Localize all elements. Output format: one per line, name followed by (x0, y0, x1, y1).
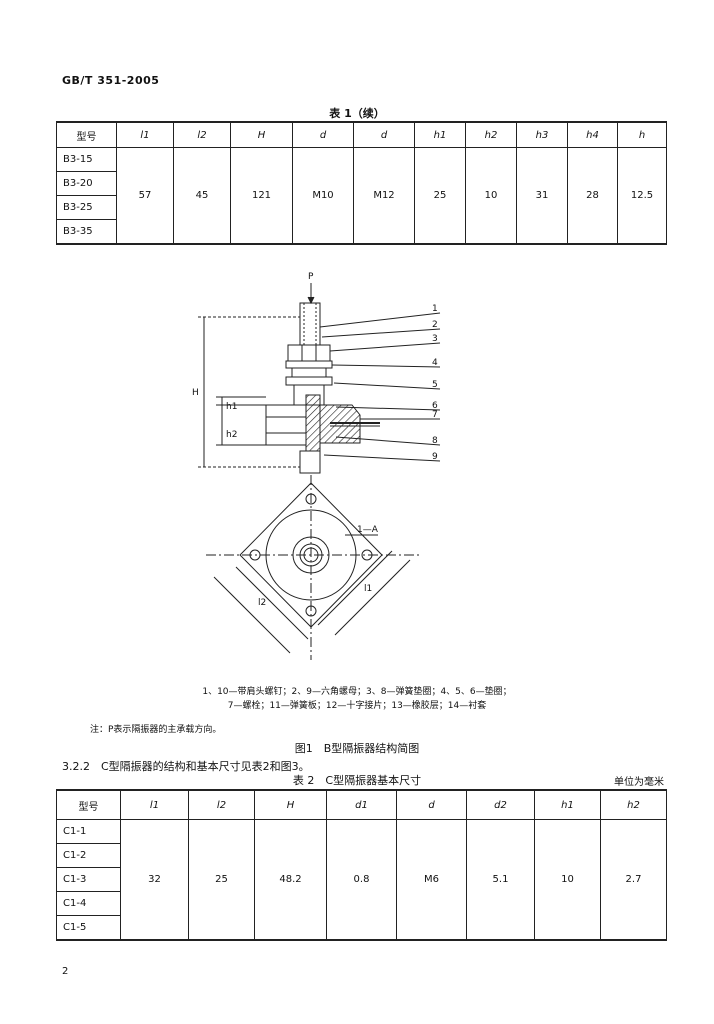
table1-value: 12.5 (617, 147, 667, 245)
bolt-shank (299, 302, 321, 346)
isolator-diagram: P H h1 h2 1 2 3 4 5 6 7 8 9 1—A l2 l1 (192, 272, 441, 660)
table1-caption: 表 1（续） (329, 107, 385, 120)
table2-header-d1: d1 (326, 789, 397, 820)
table1-model: B3-15 (56, 147, 117, 172)
rubber-disc (265, 509, 357, 601)
table2-model: C1-2 (56, 843, 121, 868)
h2-label: h2 (226, 430, 237, 440)
table1-header-l1: l1 (116, 121, 174, 148)
table1-header-row: 型号 l1 l2 H d d h1 h2 h3 h4 h (56, 121, 667, 148)
table1-header-h1: h1 (414, 121, 466, 148)
table1-value: 57 (116, 147, 174, 245)
callout-1: 1 (432, 304, 438, 314)
table2: 型号 l1 l2 H d1 d d2 h1 h2 C1-1 32 25 48.2… (56, 789, 667, 941)
table2-value: 5.1 (466, 819, 535, 941)
table2-header-h2: h2 (600, 789, 667, 820)
table-row: C1-4 (56, 891, 667, 916)
callout-6: 6 (432, 401, 438, 411)
table2-header-d: d (396, 789, 467, 820)
l1-label: l1 (364, 584, 372, 594)
callout-7: 7 (432, 410, 438, 420)
flange-plate (239, 482, 383, 628)
table1: 型号 l1 l2 H d d h1 h2 h3 h4 h B3-15 57 45… (56, 121, 667, 245)
rubber-layer (305, 394, 321, 452)
table2-model: C1-4 (56, 891, 121, 916)
table2-header-d2: d2 (466, 789, 535, 820)
page-number: 2 (62, 966, 69, 977)
table2-caption: 表 2 C型隔振器基本尺寸 (292, 774, 422, 787)
table2-header-l1: l1 (120, 789, 189, 820)
table1-value: 10 (465, 147, 517, 245)
table2-header-model: 型号 (56, 789, 121, 820)
table1-value: 28 (567, 147, 618, 245)
table2-header-h1: h1 (534, 789, 601, 820)
table2-value: 25 (188, 819, 255, 941)
table-row: B3-35 (56, 219, 667, 245)
figure-caption: 图1 B型隔振器结构简图 (294, 742, 420, 755)
table1-value: M12 (353, 147, 415, 245)
table2-model: C1-5 (56, 915, 121, 941)
table2-value: 48.2 (254, 819, 327, 941)
table1-header-h-last: h (617, 121, 667, 148)
table2-model: C1-3 (56, 867, 121, 892)
section-paragraph: 3.2.2 C型隔振器的结构和基本尺寸见表2和图3。 (62, 760, 310, 773)
washer (285, 376, 333, 386)
table1-header-model: 型号 (56, 121, 117, 148)
figure-legend-line1: 1、10—带肩头螺钉；2、9—六角螺母；3、8—弹簧垫圈；4、5、6—垫圈； (202, 687, 512, 697)
table-row: B3-15 57 45 121 M10 M12 25 10 31 28 12.5 (56, 147, 667, 245)
table1-model: B3-20 (56, 171, 117, 196)
callout-9: 9 (432, 452, 438, 462)
table1-header-l2: l2 (173, 121, 231, 148)
table1-value: M10 (292, 147, 354, 245)
callout-4: 4 (432, 358, 438, 368)
l2-label: l2 (258, 598, 266, 608)
callout-3: 3 (432, 334, 438, 344)
table-row: C1-1 32 25 48.2 0.8 M6 5.1 10 2.7 (56, 819, 667, 941)
table1-header-h3: h3 (516, 121, 568, 148)
table1-header-h4: h4 (567, 121, 618, 148)
table2-unit: 单位为毫米 (614, 777, 664, 788)
table1-value: 31 (516, 147, 568, 245)
table1-header-d: d (292, 121, 354, 148)
table1-header-h: H (230, 121, 293, 148)
dimension-l2 (213, 576, 291, 654)
left-clamp (265, 404, 307, 446)
table2-value: 0.8 (326, 819, 397, 941)
load-arrowhead (307, 296, 315, 305)
table1-header-h2: h2 (465, 121, 517, 148)
table1-value: 121 (230, 147, 293, 245)
figure-legend-line2: 7—螺栓；11—弹簧板；12—十字接片；13—橡胶层；14—衬套 (227, 701, 487, 711)
table1-model: B3-25 (56, 195, 117, 220)
section-label: 1—A (357, 525, 379, 535)
table1-value: 25 (414, 147, 466, 245)
dimension-l1 (334, 559, 411, 636)
table2-header-row: 型号 l1 l2 H d1 d d2 h1 h2 (56, 789, 667, 820)
table2-header-h: H (254, 789, 327, 820)
table2-header-l2: l2 (188, 789, 255, 820)
table-row: C1-5 (56, 915, 667, 941)
table-row: C1-2 (56, 843, 667, 868)
table1-value: 45 (173, 147, 231, 245)
callout-2: 2 (432, 320, 438, 330)
callout-8: 8 (432, 436, 438, 446)
h1-label: h1 (226, 402, 237, 412)
table-row: B3-25 (56, 195, 667, 220)
table2-value: 2.7 (600, 819, 667, 941)
load-label: P (308, 272, 314, 282)
table2-value: M6 (396, 819, 467, 941)
figure-note: 注：P表示隔振器的主承载方向。 (90, 725, 222, 735)
table2-value: 10 (534, 819, 601, 941)
table2-value: 32 (120, 819, 189, 941)
height-label: H (192, 388, 199, 398)
table1-header-d-2: d (353, 121, 415, 148)
table1-model: B3-35 (56, 219, 117, 245)
callout-5: 5 (432, 380, 438, 390)
washer (285, 360, 333, 369)
hex-nut (287, 344, 331, 362)
document-header: GB/T 351-2005 (62, 74, 160, 87)
table2-model: C1-1 (56, 819, 121, 844)
washer (291, 367, 327, 378)
